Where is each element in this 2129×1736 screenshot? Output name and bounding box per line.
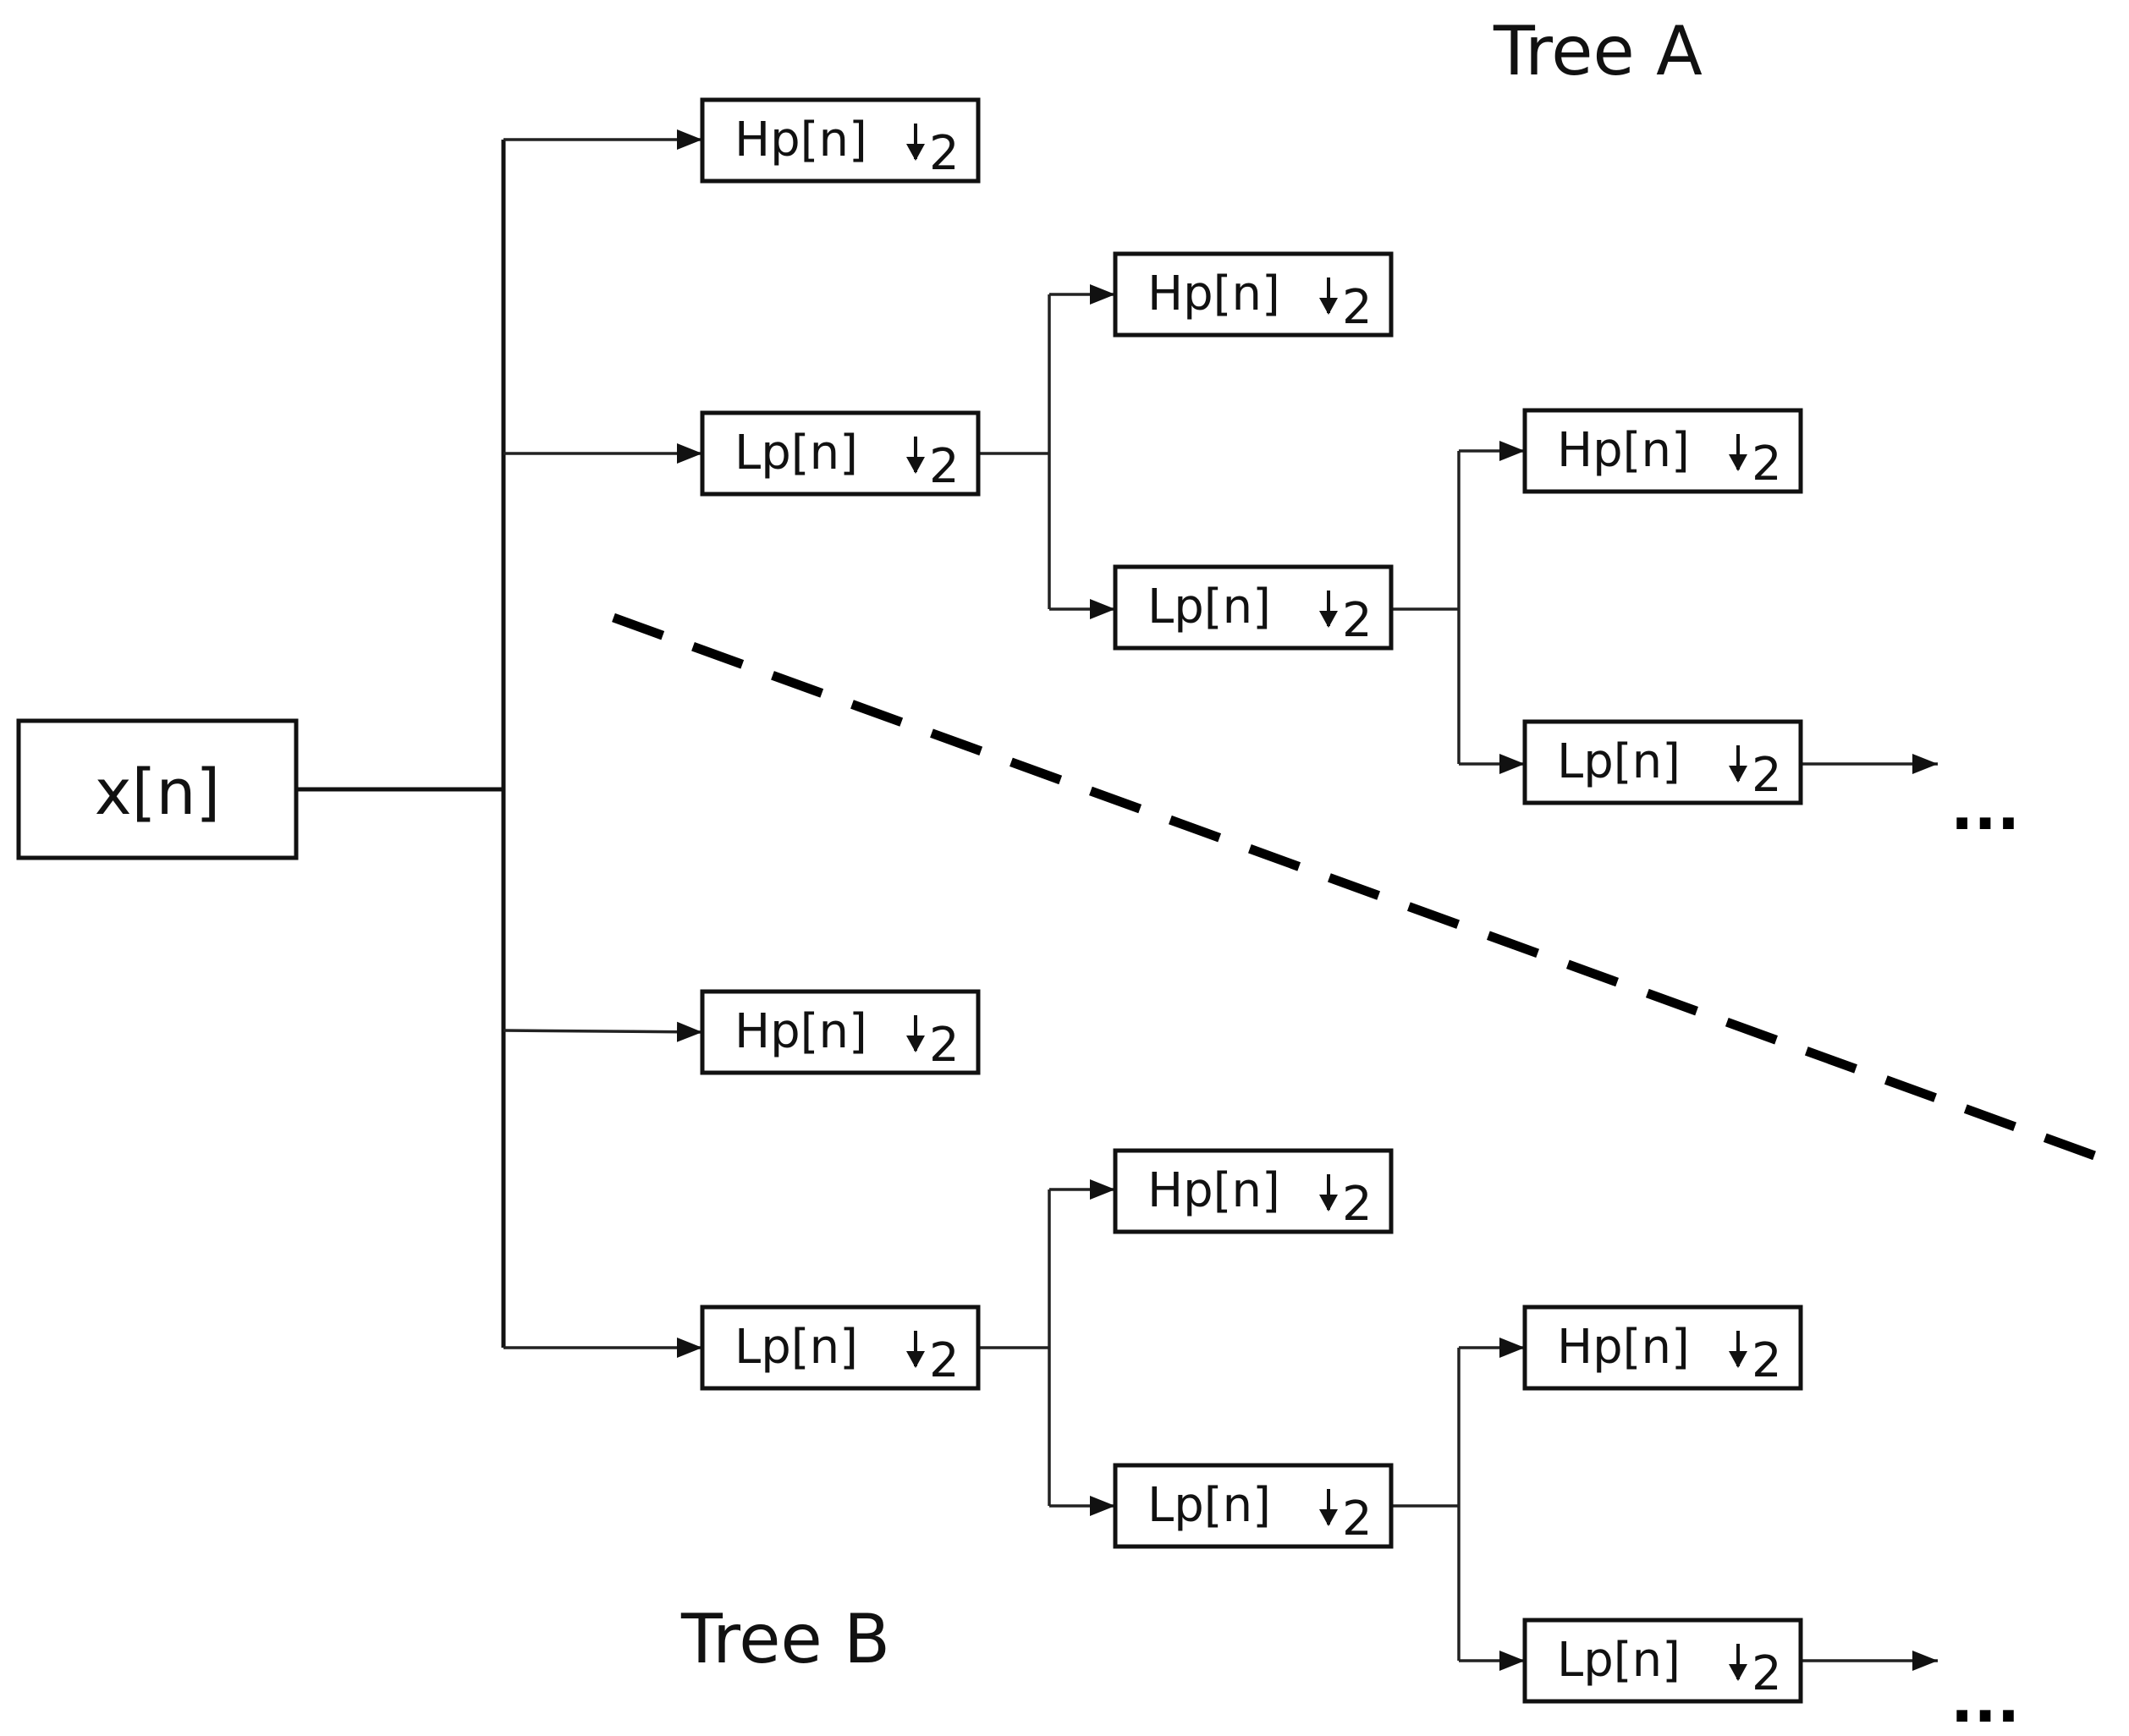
tree-b-level3-connectors: [1390, 1338, 1938, 1671]
downsample-factor: 2: [1752, 748, 1782, 803]
filter-name: Hp[n]: [1557, 1320, 1690, 1375]
tree-b-title: Tree B: [680, 1600, 890, 1678]
filter-name: Hp[n]: [1557, 423, 1690, 478]
filter-block-a2-lp: Lp[n] 2: [1113, 564, 1394, 651]
input-block: x[n]: [16, 718, 299, 860]
filter-name: Lp[n]: [1147, 580, 1271, 635]
downsample-arrowhead-icon: [1319, 611, 1338, 628]
filter-name: Hp[n]: [1147, 1163, 1280, 1218]
input-label: x[n]: [95, 756, 220, 829]
filter-block-frame: [1522, 1305, 1803, 1391]
filter-name: Lp[n]: [734, 426, 858, 481]
downsample-arrowhead-icon: [906, 1351, 925, 1368]
filter-name: Hp[n]: [734, 1004, 867, 1059]
downsample-arrowhead-icon: [1729, 766, 1747, 783]
filter-name: Hp[n]: [734, 113, 867, 168]
filter-blocks: Hp[n]2Lp[n]2Hp[n]2Lp[n]2Hp[n]2Lp[n]2Hp[n…: [700, 97, 1803, 1704]
filter-block-b3-hp: Hp[n] 2: [1522, 1305, 1803, 1391]
filter-block-a3-hp: Hp[n] 2: [1522, 408, 1803, 494]
filter-block-a3-lp: Lp[n] 2: [1522, 719, 1803, 805]
downsample-factor: 2: [1342, 280, 1373, 335]
filter-block-frame: [700, 1305, 981, 1391]
downsample-arrowhead-icon: [1729, 1664, 1747, 1681]
downsample-factor: 2: [929, 1333, 960, 1388]
filter-block-b1-lp: Lp[n] 2: [700, 1305, 981, 1391]
filter-block-a1-lp: Lp[n] 2: [700, 410, 981, 497]
filter-block-b3-lp: Lp[n] 2: [1522, 1618, 1803, 1704]
tree-b-level2-connectors: [978, 1179, 1115, 1516]
downsample-arrowhead-icon: [1729, 454, 1747, 471]
downsample-arrowhead-icon: [906, 1036, 925, 1052]
filter-block-frame: [700, 97, 981, 184]
downsample-factor: 2: [1752, 437, 1782, 492]
downsample-factor: 2: [1752, 1646, 1782, 1701]
filter-block-frame: [1522, 1618, 1803, 1704]
filter-name: Lp[n]: [1557, 1633, 1681, 1688]
filter-block-b2-lp: Lp[n] 2: [1113, 1463, 1394, 1549]
root-connectors: [296, 129, 703, 1358]
tree-b-continuation-ellipsis: ...: [1950, 1665, 2020, 1736]
tree-a-continuation-ellipsis: ...: [1950, 772, 2020, 843]
downsample-factor: 2: [1342, 1177, 1373, 1232]
downsample-factor: 2: [929, 439, 960, 494]
downsample-arrowhead-icon: [1319, 298, 1338, 315]
filter-block-a2-hp: Hp[n] 2: [1113, 251, 1394, 338]
downsample-factor: 2: [929, 1018, 960, 1073]
downsample-arrowhead-icon: [1729, 1351, 1747, 1368]
filter-block-frame: [1113, 1463, 1394, 1549]
tree-a-level3-connectors: [1390, 441, 1938, 774]
tree-a-level2-connectors: [978, 284, 1115, 619]
filter-block-frame: [700, 989, 981, 1075]
filter-name: Lp[n]: [1557, 734, 1681, 789]
filter-block-frame: [1113, 251, 1394, 338]
filter-block-a1-hp: Hp[n] 2: [700, 97, 981, 184]
filter-block-b2-hp: Hp[n] 2: [1113, 1148, 1394, 1234]
filter-block-frame: [1113, 564, 1394, 651]
filter-block-frame: [1522, 408, 1803, 494]
filter-name: Lp[n]: [734, 1320, 858, 1375]
filter-name: Hp[n]: [1147, 266, 1280, 321]
filter-block-frame: [1113, 1148, 1394, 1234]
tree-a-title: Tree A: [1493, 12, 1703, 91]
downsample-factor: 2: [1752, 1333, 1782, 1388]
filter-name: Lp[n]: [1147, 1478, 1271, 1533]
filter-block-b1-hp: Hp[n] 2: [700, 989, 981, 1075]
downsample-factor: 2: [929, 126, 960, 181]
downsample-arrowhead-icon: [1319, 1509, 1338, 1526]
filter-block-frame: [1522, 719, 1803, 805]
downsample-factor: 2: [1342, 1492, 1373, 1546]
downsample-arrowhead-icon: [906, 144, 925, 161]
tree-separator-dashed-line: [612, 613, 2117, 1168]
downsample-factor: 2: [1342, 593, 1373, 648]
filter-block-frame: [700, 410, 981, 497]
downsample-arrowhead-icon: [1319, 1195, 1338, 1211]
downsample-arrowhead-icon: [906, 457, 925, 474]
